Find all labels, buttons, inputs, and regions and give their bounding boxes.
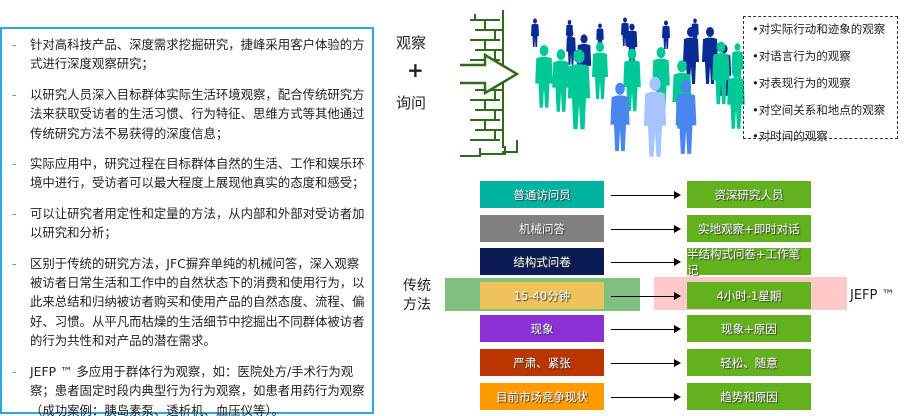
inquire-label: 询问 [396, 94, 427, 112]
arrow-right-icon [460, 52, 520, 96]
arrow-right-icon [611, 191, 681, 199]
observation-item: •对时间的观察 [752, 129, 828, 143]
bullet-item: 以研究人员深入目标群体实际生活环境观察，配合传统研究方法来获取受访者的生活习惯、… [12, 85, 366, 143]
observation-types-box [743, 16, 898, 139]
plus-label: + [407, 58, 424, 82]
crowd-icon [531, 17, 745, 157]
bullet-item: 针对高科技产品、深度需求挖掘研究，捷峰采用客户体验的方式进行深度观察研究； [12, 35, 366, 74]
traditional-item: 严肃、紧张 [480, 349, 604, 376]
traditional-item: 目前市场竞争现状 [480, 383, 604, 410]
jefp-label: JEFP ™ [850, 288, 895, 303]
bullet-item: JEFP ™ 多应用于群体行为观察，如：医院处方/手术行为观察；患者固定时段内典… [12, 362, 366, 416]
observation-illustration [460, 10, 745, 157]
jefp-item: 轻松、随意 [687, 349, 811, 376]
jefp-item: 实地观察+即时对话 [687, 215, 811, 242]
observation-item: •对语言行为的观察 [752, 49, 851, 63]
arrow-right-icon [611, 225, 681, 233]
arrow-right-icon [611, 359, 681, 367]
observation-item: •对表现行为的观察 [752, 76, 851, 90]
traditional-item: 机械问答 [480, 215, 604, 242]
jefp-item: 趋势和原因 [687, 383, 811, 410]
jefp-item: 资深研究人员 [687, 181, 811, 208]
jefp-item: 半结构式问卷+工作笔记 [687, 247, 811, 277]
traditional-item: 现象 [480, 315, 604, 342]
observe-label: 观察 [396, 34, 427, 52]
arrow-right-icon [611, 292, 681, 300]
traditional-item: 结构式问卷 [480, 248, 604, 275]
description-box: 针对高科技产品、深度需求挖掘研究，捷峰采用客户体验的方式进行深度观察研究； 以研… [0, 27, 374, 416]
arrow-right-icon [611, 258, 681, 266]
traditional-item: 普通访问员 [480, 181, 604, 208]
observation-item: •对实际行动和迹象的观察 [752, 22, 886, 36]
traditional-method-label: 传统 方法 [403, 278, 431, 313]
bullet-item: 区别于传统的研究方法，JFC摒弃单纯的机械问答，深入观察被访者日常生活和工作中的… [12, 254, 366, 351]
arrow-right-icon [611, 393, 681, 401]
jefp-item: 4小时-1星期 [687, 282, 811, 309]
traditional-item: 15-40分钟 [480, 282, 604, 309]
bullet-item: 实际应用中，研究过程在目标群体自然的生活、工作和娱乐环境中进行，受访者可以最大程… [12, 154, 366, 193]
jefp-item: 现象+原因 [687, 315, 811, 342]
bullet-item: 可以让研究者用定性和定量的方法，从内部和外部对受访者加以研究和分析； [12, 204, 366, 243]
observation-item: •对空间关系和地点的观察 [752, 103, 886, 117]
arrow-right-icon [611, 325, 681, 333]
